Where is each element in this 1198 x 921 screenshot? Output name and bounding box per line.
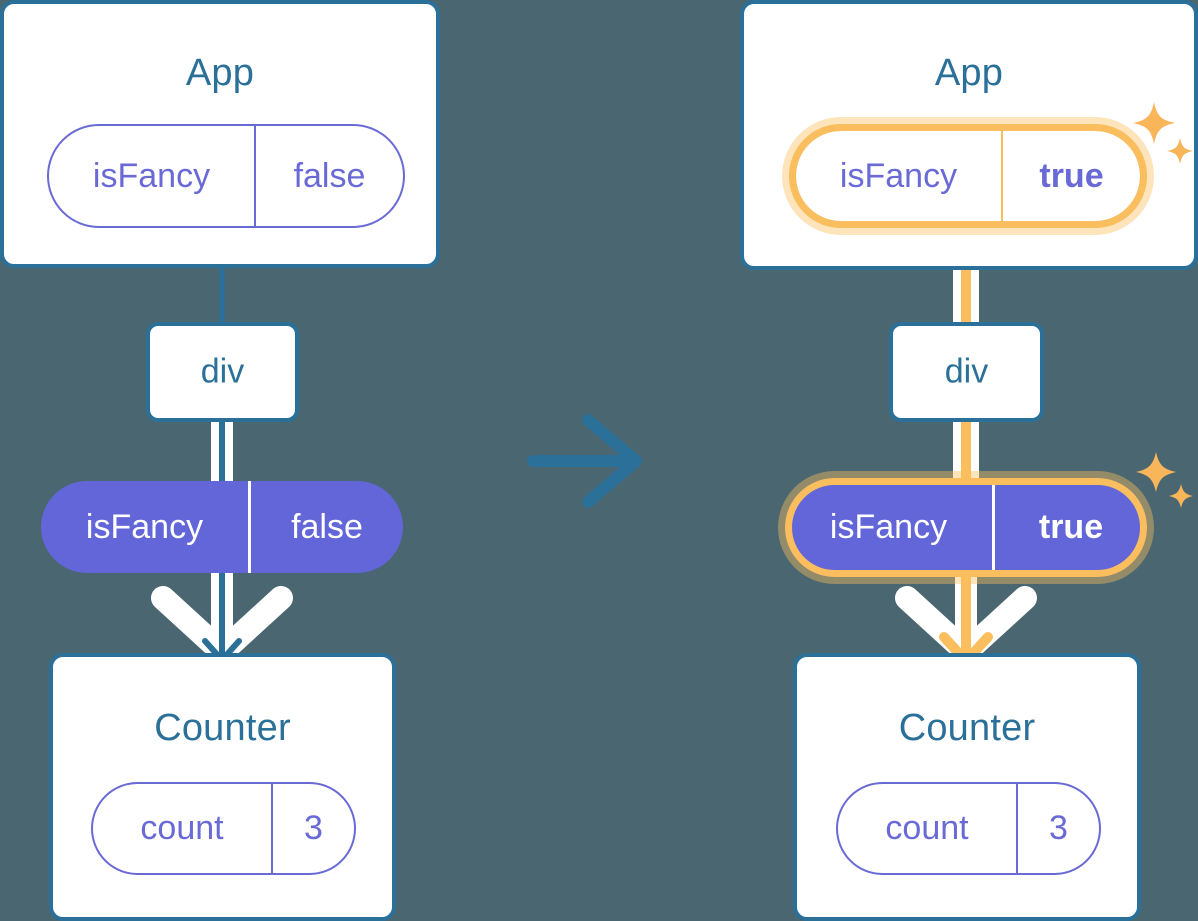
div-element-box-after[interactable]: div xyxy=(889,322,1044,422)
app-title-after: App xyxy=(934,52,1004,94)
prop-name: isFancy xyxy=(85,507,204,546)
sparkle-icon xyxy=(1169,484,1193,508)
sparkle-icon xyxy=(1167,138,1193,164)
sparkle-group-app xyxy=(1133,102,1193,164)
app-state-pill-highlight-wrapper: isFancy true xyxy=(789,124,1147,228)
sparkle-group-prop xyxy=(1136,452,1193,508)
sparkle-icon xyxy=(1136,452,1176,492)
prop-name-after: isFancy xyxy=(829,508,948,546)
counter-state-name-after: count xyxy=(885,809,969,847)
div-label-after: div xyxy=(944,352,989,391)
app-state-pill[interactable]: isFancy false xyxy=(47,124,405,228)
counter-title-after: Counter xyxy=(898,707,1036,749)
prop-pill-highlight-wrapper: isFancy true xyxy=(785,478,1147,577)
prop-pill-after[interactable]: isFancy true xyxy=(785,478,1147,577)
sparkle-icon xyxy=(1133,102,1175,144)
app-component-box[interactable]: App isFancy false xyxy=(0,0,440,268)
app-state-pill-after[interactable]: isFancy true xyxy=(789,124,1147,228)
div-label: div xyxy=(200,352,245,391)
counter-state-pill[interactable]: count 3 xyxy=(91,782,356,875)
state-name: isFancy xyxy=(92,156,211,195)
prop-value: false xyxy=(248,481,403,573)
div-element-box[interactable]: div xyxy=(146,322,299,422)
counter-component-box-after[interactable]: Counter count 3 xyxy=(793,653,1141,921)
app-title: App xyxy=(185,52,255,94)
counter-state-value-after: 3 xyxy=(1016,784,1099,873)
state-value-after: true xyxy=(1001,131,1140,221)
counter-state-pill-after[interactable]: count 3 xyxy=(836,782,1101,875)
prop-pill[interactable]: isFancy false xyxy=(41,481,403,573)
counter-state-value: 3 xyxy=(271,784,354,873)
counter-title: Counter xyxy=(154,707,291,749)
counter-state-name: count xyxy=(140,809,224,847)
counter-component-box[interactable]: Counter count 3 xyxy=(49,653,396,921)
state-value: false xyxy=(254,126,403,226)
prop-value-after: true xyxy=(992,478,1147,577)
right-arrow-icon xyxy=(527,414,642,508)
state-name-after: isFancy xyxy=(839,156,958,195)
